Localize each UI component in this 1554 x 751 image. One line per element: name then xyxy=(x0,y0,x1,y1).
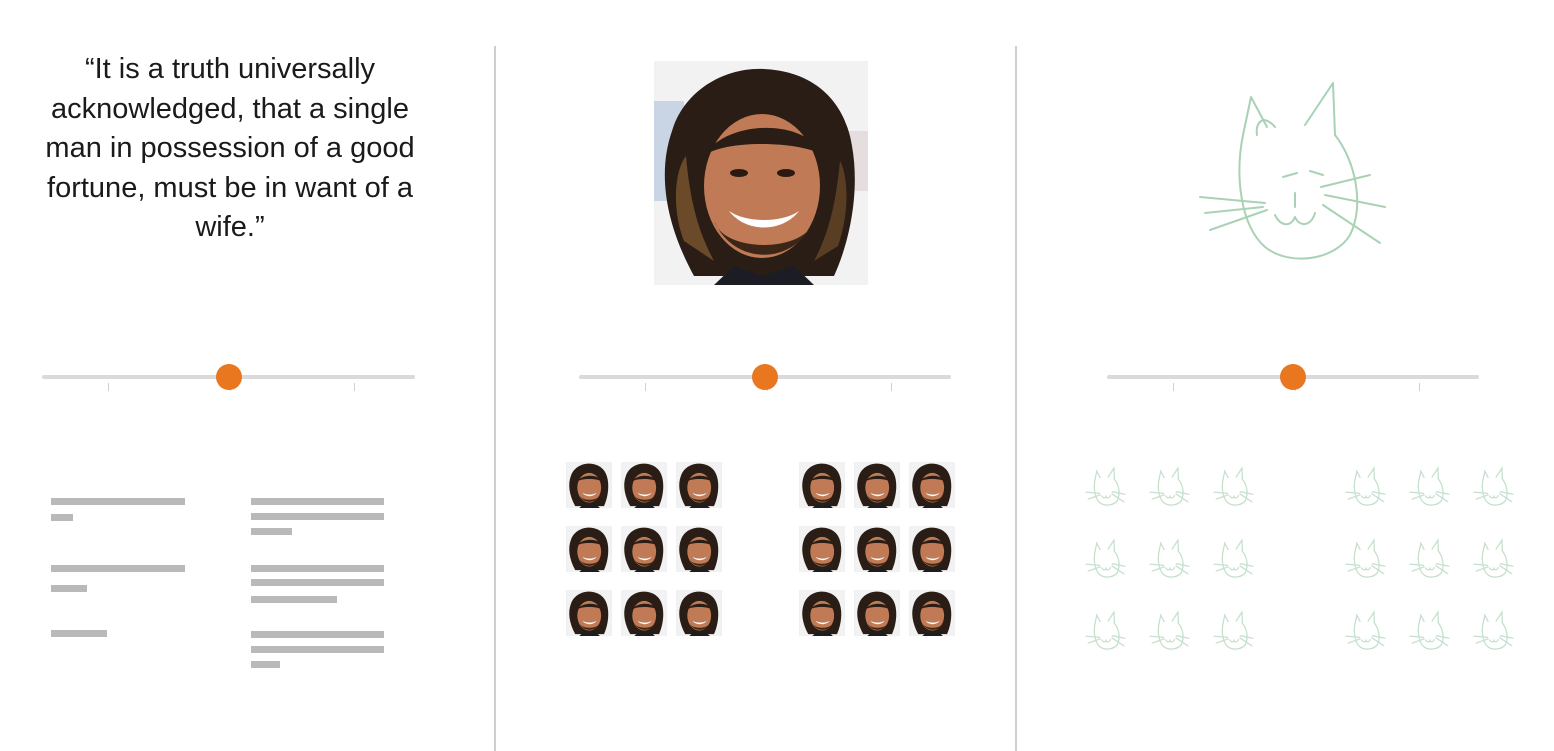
slider-tick xyxy=(1173,383,1174,391)
text-sample-line xyxy=(51,565,185,572)
slider-tick xyxy=(1419,383,1420,391)
face-photo-icon xyxy=(854,526,900,572)
cat-sketch-icon xyxy=(1473,465,1515,509)
panel-divider-right xyxy=(1015,46,1017,751)
cat-sketch-icon xyxy=(1473,537,1515,581)
face-photo-icon xyxy=(909,590,955,636)
face-photo-icon xyxy=(621,590,667,636)
text-sample-line xyxy=(51,498,185,505)
text-panel: “It is a truth universally acknowledged,… xyxy=(0,0,494,751)
cat-sketch-icon xyxy=(1409,609,1451,653)
slider-thumb[interactable] xyxy=(215,364,242,390)
sketches-slider[interactable] xyxy=(1107,361,1479,401)
face-photo-icon xyxy=(621,526,667,572)
slider-tick xyxy=(891,383,892,391)
cat-sketch-icon xyxy=(1085,465,1127,509)
text-sample-line xyxy=(251,528,292,535)
cat-sketch-icon xyxy=(1085,609,1127,653)
cat-sketch-icon xyxy=(1409,465,1451,509)
text-sample-line xyxy=(251,565,384,572)
cat-sketch-icon xyxy=(1345,609,1387,653)
slider-tick xyxy=(354,383,355,391)
cat-samples-right xyxy=(1345,465,1515,653)
cat-sketch-icon xyxy=(1195,75,1395,270)
quote-text: “It is a truth universally acknowledged,… xyxy=(45,53,415,243)
face-photo-icon xyxy=(676,526,722,572)
face-photo-icon xyxy=(854,590,900,636)
face-photo-icon xyxy=(854,462,900,508)
face-photo-icon xyxy=(909,526,955,572)
text-sample-line xyxy=(251,631,384,638)
cat-sketch-icon xyxy=(1213,609,1255,653)
face-samples-right xyxy=(799,462,955,636)
cat-sketch-icon xyxy=(1149,609,1191,653)
face-photo-icon xyxy=(909,462,955,508)
cat-sketch-icon xyxy=(1213,537,1255,581)
cat-sketch-icon xyxy=(1149,537,1191,581)
face-photo-icon xyxy=(566,526,612,572)
cat-sketch-icon xyxy=(1213,465,1255,509)
cat-sketch-icon xyxy=(1409,537,1451,581)
cat-sketch-icon xyxy=(1345,465,1387,509)
slider-thumb[interactable] xyxy=(1280,364,1306,390)
face-photo-icon xyxy=(799,462,845,508)
cat-samples-left xyxy=(1085,465,1255,653)
text-sample-line xyxy=(251,646,384,653)
text-sample-line xyxy=(251,661,280,668)
text-sample-line xyxy=(51,514,73,521)
panel-divider-left xyxy=(494,46,496,751)
cat-sketch-icon xyxy=(1473,609,1515,653)
face-samples-left xyxy=(566,462,722,636)
cat-sketch-icon xyxy=(1085,537,1127,581)
text-sample-line xyxy=(251,596,337,603)
face-photo-icon xyxy=(676,462,722,508)
face-photo-icon xyxy=(799,590,845,636)
text-sample-line xyxy=(251,579,384,586)
face-photo-icon xyxy=(566,590,612,636)
face-photo-icon xyxy=(799,526,845,572)
text-sample-line xyxy=(251,498,384,505)
cat-sketch-icon xyxy=(1149,465,1191,509)
cat-sketch-icon xyxy=(1345,537,1387,581)
face-photo-icon xyxy=(676,590,722,636)
text-sample-line xyxy=(51,585,87,592)
text-sample-line xyxy=(251,513,384,520)
text-slider[interactable] xyxy=(42,361,415,401)
slider-tick xyxy=(645,383,646,391)
face-photo-icon xyxy=(654,61,868,285)
slider-thumb[interactable] xyxy=(752,364,778,390)
slider-tick xyxy=(108,383,109,391)
text-sample-line xyxy=(51,630,107,637)
face-photo-icon xyxy=(566,462,612,508)
faces-slider[interactable] xyxy=(579,361,951,401)
face-photo-icon xyxy=(621,462,667,508)
